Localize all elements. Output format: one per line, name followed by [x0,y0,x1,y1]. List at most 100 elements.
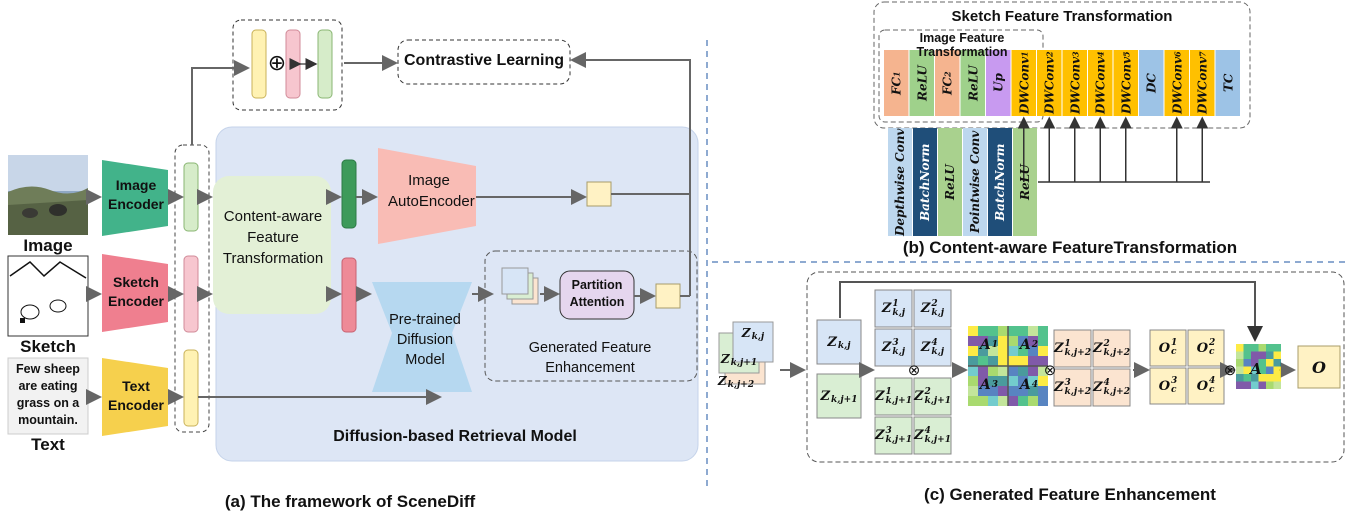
pretrained-diffusion [372,282,472,392]
heat-cell [1008,326,1018,336]
heat-cell [1258,344,1266,352]
heat-cell [968,346,978,356]
sketch-encoder-label: Sketch Encoder [107,274,164,309]
heat-cell [998,336,1008,346]
heat-cell [1236,359,1244,367]
heat-cell [1273,359,1281,367]
sketch-encoder [102,254,168,332]
b-top-block [1113,50,1138,116]
sketch-label: Sketch [20,337,76,356]
b-top-block [960,50,985,116]
ca-out-pink [341,257,357,333]
image-autoencoder [378,148,476,244]
b-top-block-label: ReLU [914,65,929,101]
heat-cell [1018,356,1028,366]
b-top-block-label: DC [1144,73,1159,93]
c-stack-1 [732,321,774,363]
b-top-blocks [884,50,1240,116]
c-grid-cell [1149,329,1187,367]
c-grid-cell [874,289,913,328]
heat-cell [1243,366,1251,374]
fusion-box [232,19,343,111]
b-top-block-label: TC [1220,73,1235,93]
content-aware-box [213,176,331,314]
c-symbol: A [1250,360,1262,378]
attention-map-small [1236,344,1281,389]
b-bottom-block [1013,128,1037,236]
c-output-o [1297,345,1341,389]
heat-cell [1251,381,1259,389]
attention-map-large [968,326,1048,406]
heat-cell [1251,366,1259,374]
heat-cell [988,366,998,376]
c-grid-cell [913,289,952,328]
heat-cell [978,326,988,336]
c-grid-cell [913,328,952,367]
b-top-block [884,50,909,116]
heat-cell [1243,381,1251,389]
heat-cell [1018,396,1028,406]
c-grid-cell [1053,368,1092,407]
c-grid-cell [913,416,952,455]
b-top-block [1190,50,1215,116]
heat-cell [998,386,1008,396]
heat-cell [1266,374,1274,382]
diffusion-label: Pre-trained Diffusion Model [389,312,461,368]
contrastive-label: Contrastive Learning [403,52,565,69]
heat-cell [1028,326,1038,336]
heat-cell [1236,374,1244,382]
heat-cell [1028,336,1038,346]
photo-sheep-1 [22,208,38,218]
b-bottom-block-label: BatchNorm [918,143,932,221]
heat-cell [1028,376,1038,386]
c-math-label: Z k,j+1 [720,352,758,368]
heat-cell [1258,374,1266,382]
gfe-stack-1 [501,267,529,295]
heat-cell [998,356,1008,366]
gfe-output-cube [655,283,681,309]
heat-cell [1018,346,1028,356]
b-top-block [1011,50,1036,116]
heat-cell [1018,376,1028,386]
heat-cell [988,356,998,366]
c-grid-cell [1149,367,1187,405]
c-grids [874,289,1225,455]
caption-c: (c) Generated Feature Enhancement [924,485,1216,504]
heat-cell [1273,381,1281,389]
text-encoder [102,358,168,436]
c-zkj1 [816,373,862,419]
image-encoder-label: Image Encoder [107,177,164,212]
b-top-block-label: ReLU [965,65,980,101]
heat-cell [1028,356,1038,366]
heat-cell [1258,366,1266,374]
heat-cell [1236,351,1244,359]
heat-cell [1038,366,1048,376]
c-math-label: Z k,j [741,326,765,342]
heat-cell [1008,366,1018,376]
b-bottom-block [888,128,912,236]
heat-cell [1018,366,1028,376]
ca-out-green [341,159,357,229]
heat-cell [978,336,988,346]
sketch-ft-box [873,1,1251,129]
retrieval-model-label: Diffusion-based Retrieval Model [333,428,577,445]
heat-cell [1038,336,1048,346]
heat-cell [1018,336,1028,346]
b-bottom-block-label: ReLU [943,164,957,200]
heat-cell [988,396,998,406]
c-grid-cell [1092,329,1131,368]
heat-cell [1008,386,1018,396]
heat-cell [988,326,998,336]
heat-cell [1251,351,1259,359]
